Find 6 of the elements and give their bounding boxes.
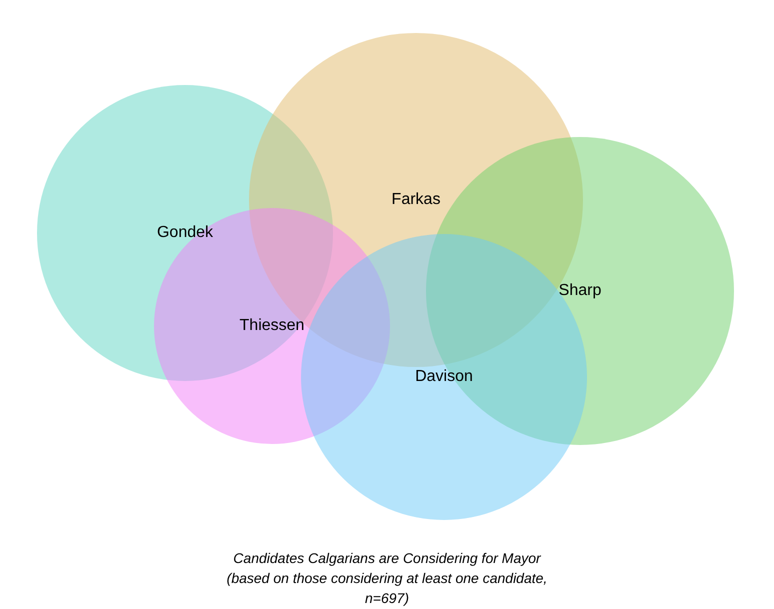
- caption: Candidates Calgarians are Considering for Mayor (based on those considering at least one candidate, n=697): [226, 549, 548, 608]
- set-label: Gondek: [156, 224, 214, 242]
- set-label: Davison: [415, 368, 473, 386]
- set-label: Sharp: [558, 282, 602, 300]
- set-label: Thiessen: [240, 317, 304, 335]
- set-label: Farkas: [392, 191, 440, 209]
